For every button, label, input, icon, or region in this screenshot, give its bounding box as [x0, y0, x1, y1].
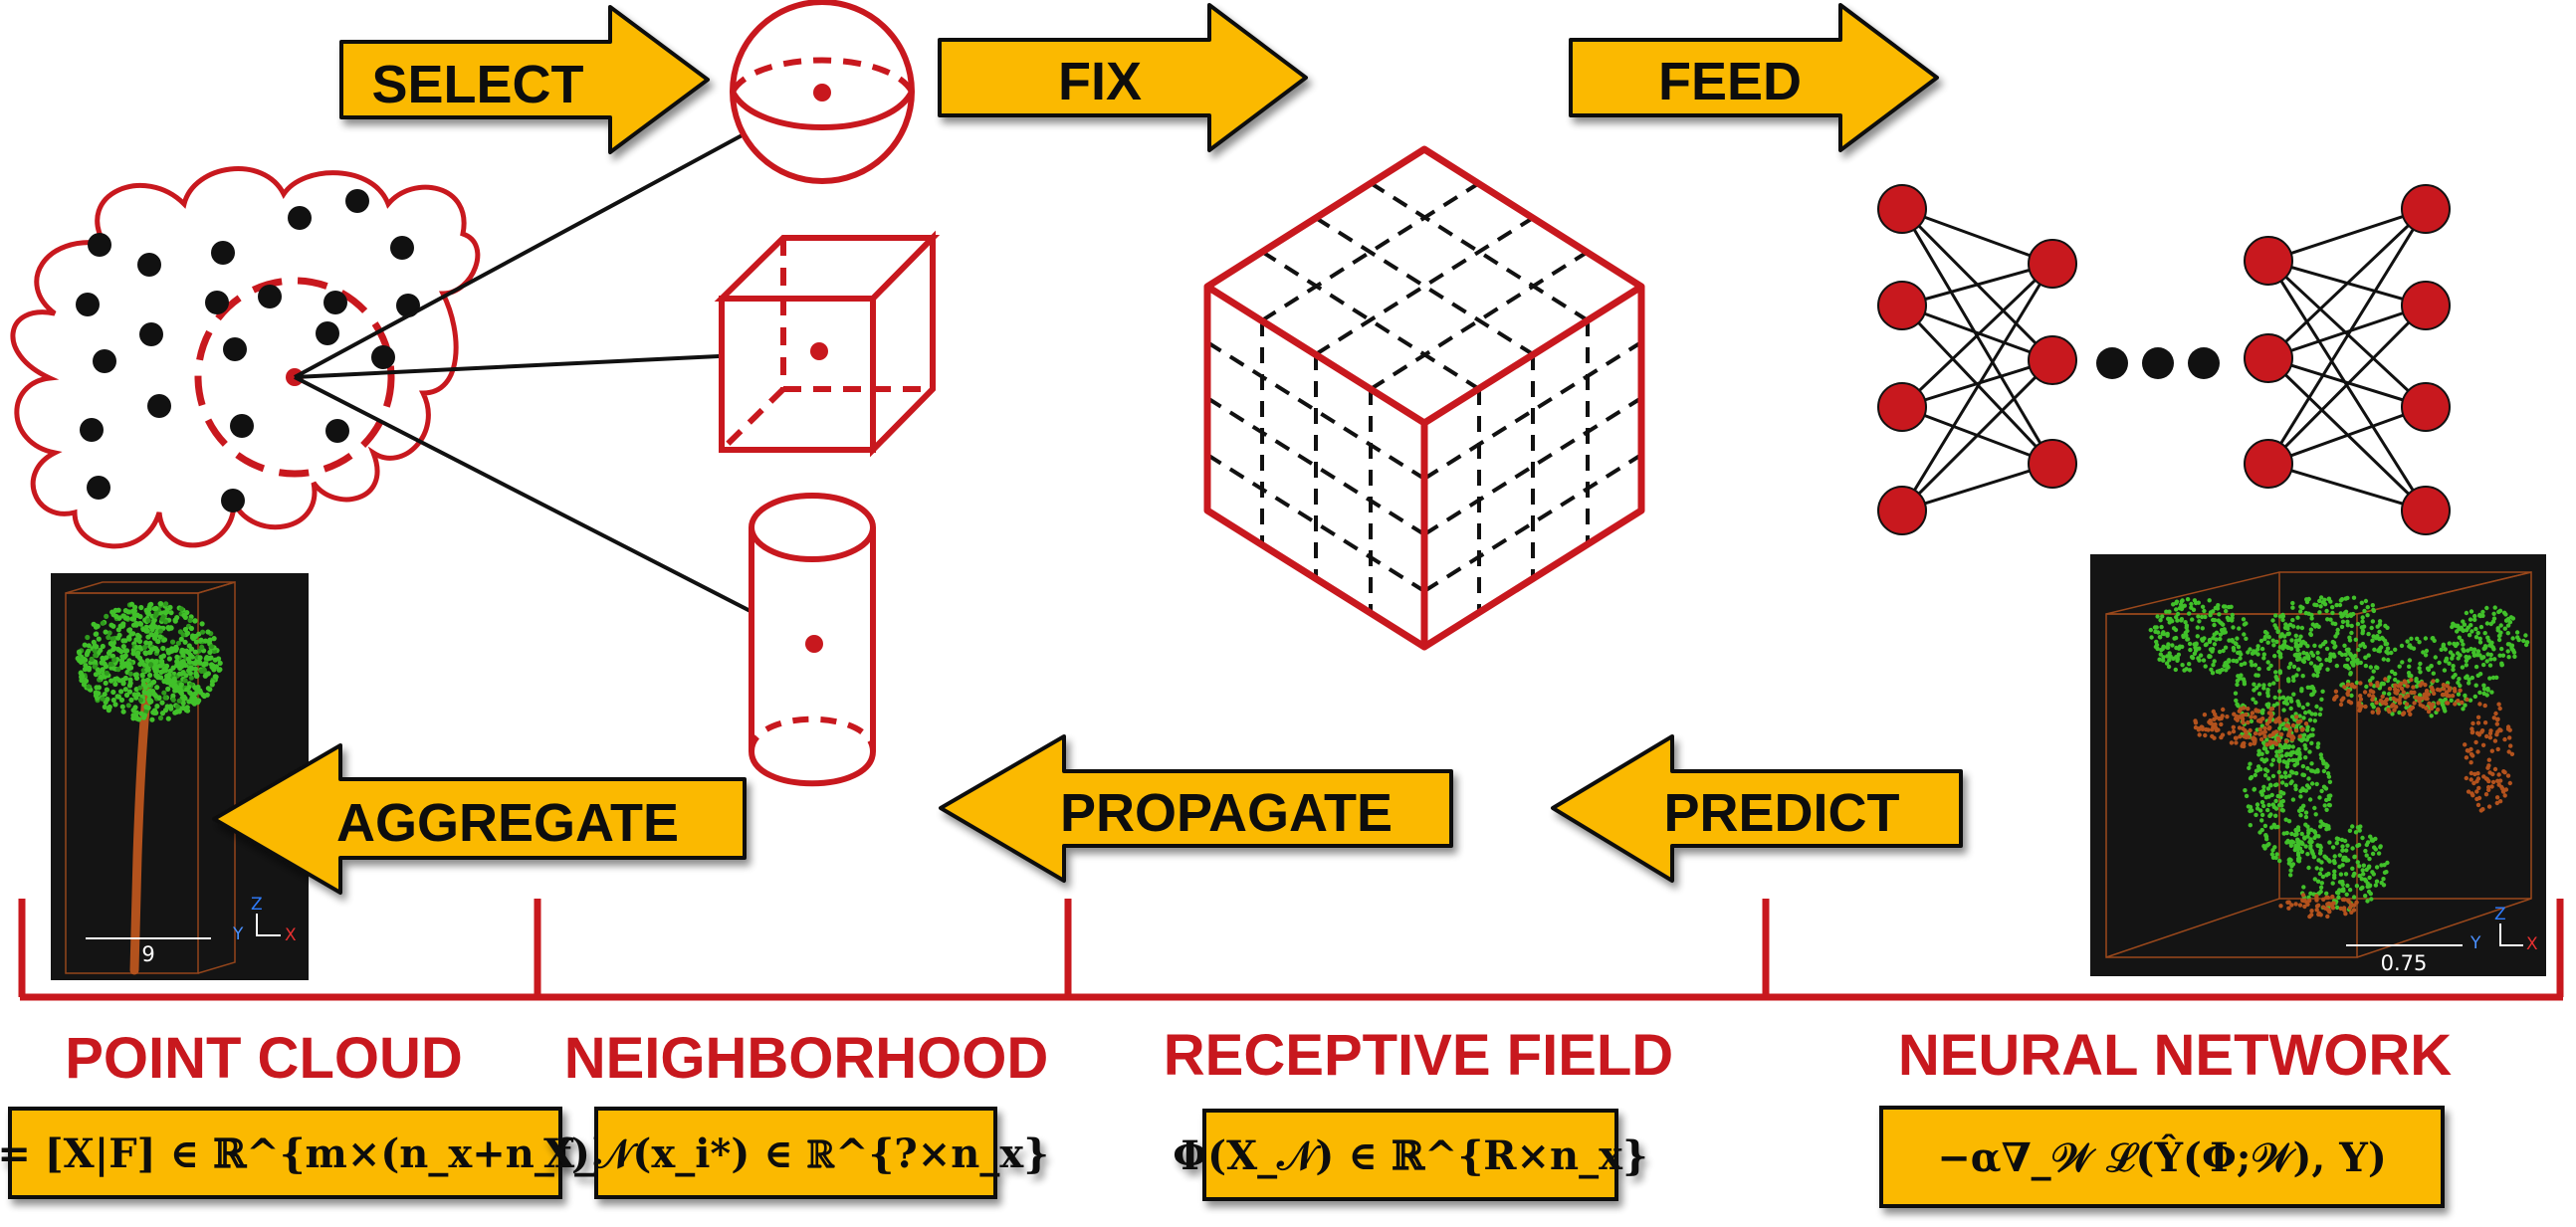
nn-connection	[2267, 207, 2427, 263]
nn-connection	[2267, 405, 2427, 466]
nn-neuron	[1877, 281, 1927, 330]
nn-neuron	[1877, 184, 1927, 234]
neighborhood-radius-circle	[194, 277, 395, 478]
ellipsis-icon	[2188, 347, 2220, 379]
section-title-receptive-field: RECEPTIVE FIELD	[1164, 1023, 1673, 1088]
section-title-point-cloud: POINT CLOUD	[65, 1026, 463, 1091]
aggregate-arrow: AGGREGATE	[212, 743, 747, 895]
nn-neuron	[2028, 439, 2077, 489]
nn-connection	[1900, 263, 2054, 511]
nn-neuron	[2401, 184, 2451, 234]
cube-icon	[714, 230, 941, 458]
nn-connection	[2266, 304, 2428, 466]
cylinder-icon	[749, 493, 876, 787]
nn-neuron	[2028, 335, 2077, 385]
segmented-crowns	[2148, 595, 2530, 920]
formula-neural-network: −α∇_𝒲 ℒ(Ŷ(Φ;𝒲), Y)	[1879, 1106, 2445, 1208]
ellipsis-icon	[2142, 347, 2174, 379]
nn-connection	[1901, 462, 2053, 512]
propagate-arrow-label: PROPAGATE	[1060, 783, 1393, 843]
right-axis-x: X	[2526, 934, 2538, 954]
nn-neuron	[1877, 486, 1927, 535]
left-axis-z: Z	[251, 895, 263, 915]
nn-connection	[1901, 304, 2053, 362]
nn-neuron	[1877, 382, 1927, 432]
select-arrow: SELECT	[339, 5, 710, 154]
ellipsis-icon	[2096, 347, 2128, 379]
cloud-points	[76, 189, 420, 512]
fix-arrow-label: FIX	[1058, 52, 1142, 111]
tree-point-cloud-thumbnail: 9 Y Z X	[51, 573, 309, 980]
section-title-neighborhood: NEIGHBORHOOD	[564, 1026, 1049, 1091]
formula-receptive-field-text: Φ(X_𝒩) ∈ ℝ^{R×n_x}	[1173, 1132, 1647, 1179]
voxel-grid-cube-icon	[1203, 145, 1645, 651]
formula-neighborhood-text: X_𝒩(x_i*) ∈ ℝ^{?×n_x}	[543, 1130, 1049, 1177]
nn-connection	[2267, 304, 2427, 360]
propagate-arrow: PROPAGATE	[939, 734, 1453, 883]
right-axis-z: Z	[2494, 905, 2506, 924]
nn-connection	[2266, 208, 2428, 465]
formula-neural-network-text: −α∇_𝒲 ℒ(Ŷ(Φ;𝒲), Y)	[1937, 1134, 2387, 1181]
left-thumbnail-scale: 9	[141, 942, 154, 966]
point-cloud-icon	[10, 166, 481, 549]
feed-arrow: FEED	[1569, 3, 1939, 152]
nn-connection	[1901, 358, 2053, 409]
nn-neuron	[2244, 236, 2293, 286]
right-axis-y: Y	[2469, 933, 2481, 953]
nn-neuron	[2244, 333, 2293, 383]
select-arrow-label: SELECT	[371, 55, 583, 114]
nn-neuron	[2401, 486, 2451, 535]
predict-arrow-label: PREDICT	[1663, 783, 1899, 843]
nn-connection	[2266, 207, 2428, 360]
fix-arrow: FIX	[938, 3, 1308, 152]
section-title-neural-network: NEURAL NETWORK	[1898, 1023, 2452, 1088]
nn-connection	[1900, 262, 2054, 409]
nn-neuron	[2244, 439, 2293, 489]
section-timeline	[18, 899, 2564, 1001]
aggregate-arrow-label: AGGREGATE	[336, 793, 679, 853]
nn-neuron	[2028, 239, 2077, 289]
feed-arrow-label: FEED	[1658, 52, 1802, 111]
classified-point-cloud-thumbnail: 0.75 Y Z X	[2090, 554, 2546, 976]
nn-neuron	[2401, 382, 2451, 432]
formula-receptive-field: Φ(X_𝒩) ∈ ℝ^{R×n_x}	[1173, 1109, 1648, 1201]
left-axis-y: Y	[232, 924, 244, 944]
left-axis-x: X	[285, 925, 297, 945]
voxel-grid-lines	[1205, 181, 1643, 613]
nn-connection	[1901, 207, 2053, 266]
tree-canopy	[75, 601, 223, 722]
sphere-icon	[730, 0, 915, 184]
nn-connection	[2267, 462, 2427, 512]
nn-connection	[1900, 358, 2054, 512]
formula-neighborhood: X_𝒩(x_i*) ∈ ℝ^{?×n_x}	[543, 1107, 1049, 1199]
right-thumbnail-scale: 0.75	[2381, 951, 2428, 975]
predict-arrow: PREDICT	[1551, 734, 1963, 883]
formula-point-cloud: P = [X|F] ∈ ℝ^{m×(n_x+n_f)}	[0, 1107, 616, 1199]
formula-point-cloud-text: P = [X|F] ∈ ℝ^{m×(n_x+n_f)}	[0, 1130, 616, 1177]
nn-neuron	[2401, 281, 2451, 330]
nn-connection	[1901, 262, 2053, 307]
neural-network-icon	[1877, 184, 2451, 535]
